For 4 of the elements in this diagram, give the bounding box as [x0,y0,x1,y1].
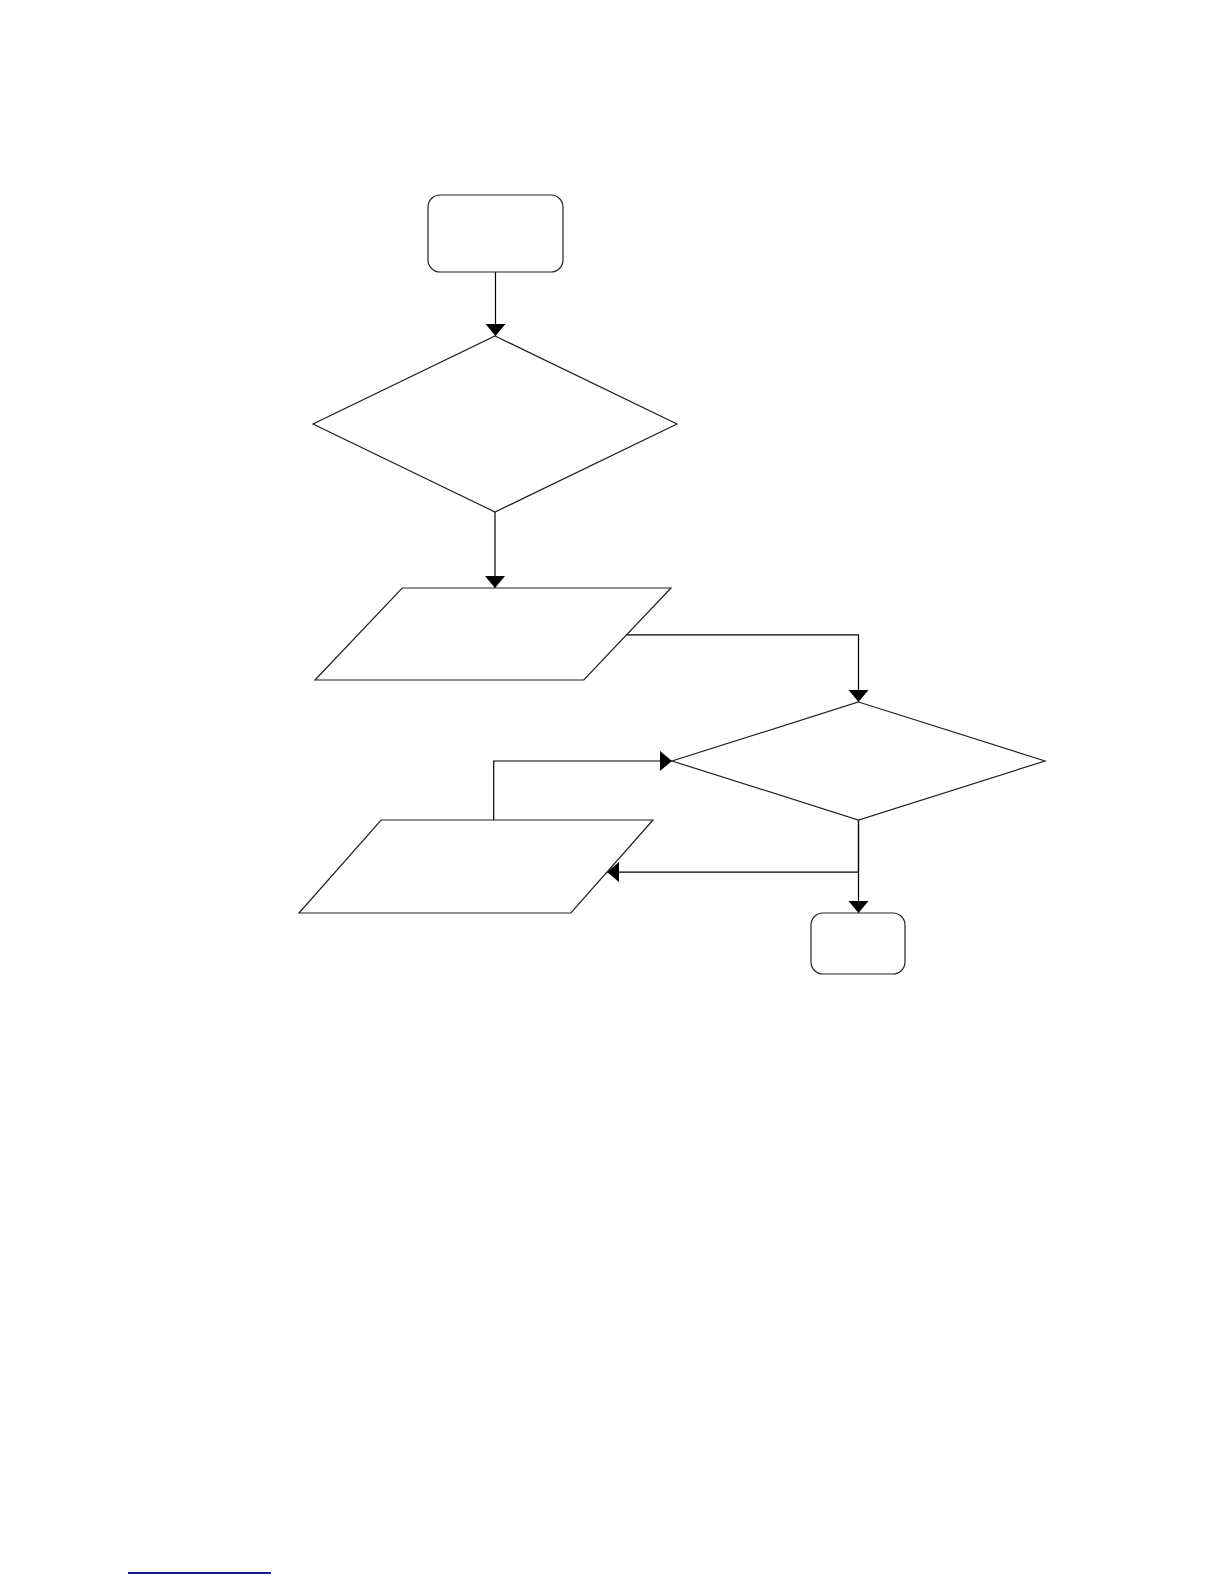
arrow [493,751,673,821]
arrow [485,511,505,589]
arrow [485,271,506,337]
arrow [848,819,869,914]
